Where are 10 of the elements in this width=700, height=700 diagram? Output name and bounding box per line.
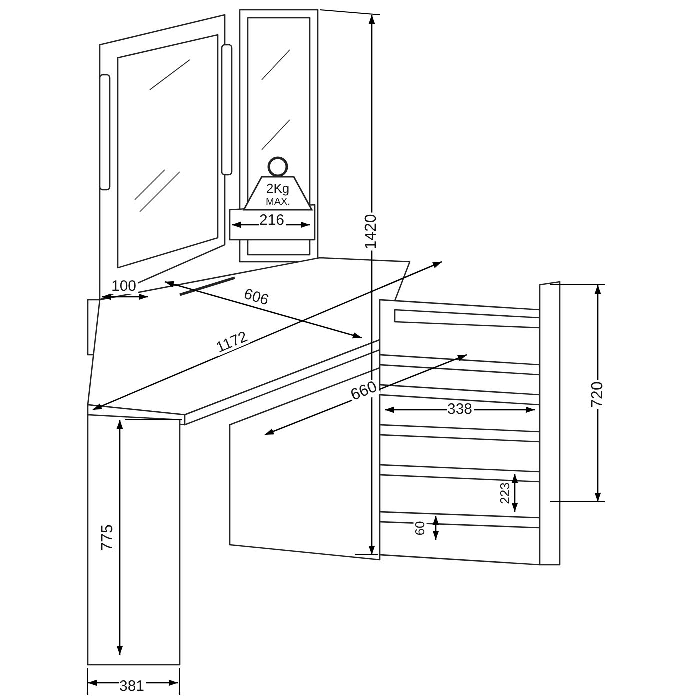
dimension-label: 775	[100, 524, 116, 552]
dimension-label: 60	[414, 520, 427, 536]
dimension-label: 720	[590, 380, 606, 410]
dimension-label: 100	[110, 278, 138, 294]
dimension-label: 2Kg	[266, 182, 291, 194]
dimension-label: MAX.	[265, 198, 292, 208]
dimension-label: 223	[498, 481, 512, 505]
dimension-label: 381	[118, 678, 146, 694]
dimension-label: 216	[258, 212, 286, 228]
dimension-label: 338	[446, 402, 474, 416]
